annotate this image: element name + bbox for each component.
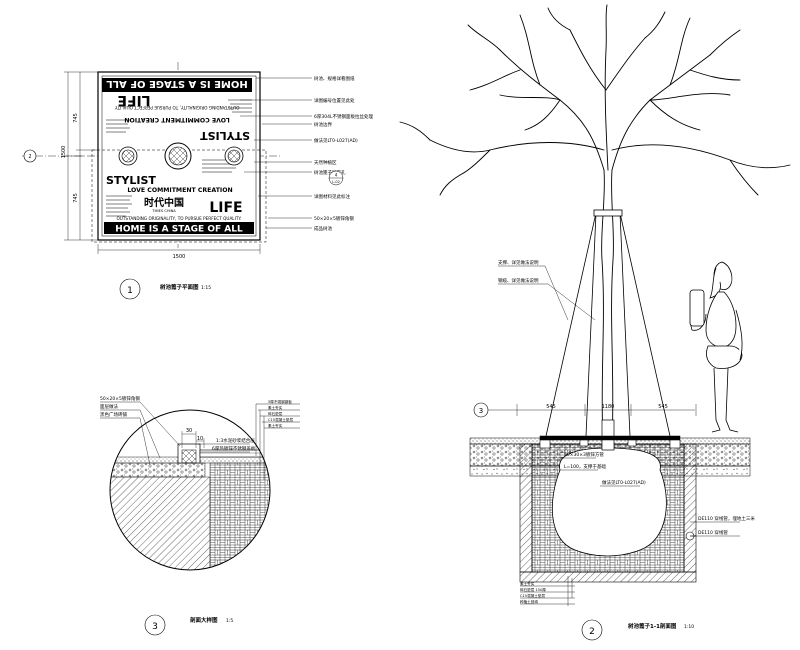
plan-caption-circle <box>119 278 141 300</box>
plan-view: 2 HOME IS A STAGE OF ALL LIFE LOVE COMMI… <box>22 62 373 300</box>
grate-text-stylist-mirrored: STYLIST <box>200 129 250 142</box>
detail-dim-2: 10 <box>197 436 203 442</box>
elev-bottom-label-2: 碎石垫层 150厚 <box>520 587 546 592</box>
elev-bottom-label-4: 种植土回填 <box>520 599 538 604</box>
detail-caption-title: 剖面大样图 <box>190 616 218 624</box>
plan-label-2: 详图编号位置见此处 <box>314 97 355 104</box>
elev-label-2: 钢缆、详见做法说明 <box>498 277 539 284</box>
plan-dimensions-left <box>64 71 98 241</box>
detail-label-far-3: 碎石垫层 <box>268 411 283 416</box>
detail-label-far-1: 5厚不锈钢钢板 <box>268 399 292 404</box>
elev-caption-number: 2 <box>589 627 595 637</box>
detail-label-right-2: 6厚热镀锌不锈钢盖板 <box>212 445 256 452</box>
elev-bottom-label-1: 素土夯实 <box>520 581 535 586</box>
detail-label-far-2: 素土夯实 <box>268 405 283 410</box>
dim-left-bottom: 745 <box>73 193 79 203</box>
plan-label-1: 树池、规格详看图纸 <box>314 75 355 82</box>
plan-label-10: 成品树池 <box>314 225 332 232</box>
detail-caption-scale: 1:5 <box>226 618 233 624</box>
elev-label-1: 支撑、详见做法说明 <box>498 259 539 266</box>
plan-label-5: 做法见LT0-L027(AD) <box>314 137 358 144</box>
elevation-view: 545 1180 545 3 <box>399 4 791 641</box>
dim-bottom: 1500 <box>173 254 186 260</box>
dim-left-top: 745 <box>73 113 79 123</box>
plan-label-8: 详图材料见此标注 <box>314 193 350 200</box>
detail-caption-circle <box>144 614 166 636</box>
grate-tagline: OUTSTANDING ORIGINALITY, TO PURSUE PERFE… <box>117 216 242 221</box>
grate-text-top: HOME IS A STAGE OF ALL <box>106 78 248 89</box>
plan-label-3: 6厚304L不锈钢面板拉丝处理 <box>314 113 373 120</box>
tree-support-stakes <box>545 209 671 437</box>
grate-text-stylist: STYLIST <box>106 174 156 187</box>
elev-caption-scale: 1:10 <box>684 624 694 630</box>
elev-callout-number: 3 <box>479 407 483 415</box>
fixing-hole-right <box>224 146 244 166</box>
detail-label-left-3: 黑色广场砖铺 <box>100 411 127 418</box>
grate-text-creation-mirrored: LOVE COMMITMENT CREATION <box>124 116 229 123</box>
fixing-hole-left <box>118 146 138 166</box>
detail-label-left-1: 50×20×5镀锌角钢 <box>100 395 140 402</box>
grate-text-life-mirrored: LIFE <box>117 92 150 108</box>
elev-label-3: 50×30×3镀锌方管 <box>564 451 604 458</box>
detail-label-far-4: C15混凝土垫层 <box>268 417 293 422</box>
tree-trunk-circle <box>164 142 192 170</box>
elev-label-4: L=100，支撑于基础 <box>564 463 606 470</box>
elev-label-5: 做法见LT0-L027(AD) <box>602 479 646 486</box>
plan-label-9: 50×20×5镀锌角钢 <box>314 215 354 222</box>
plan-label-4: 树池边界 <box>314 121 332 128</box>
section-ref-top: 4 <box>335 173 338 178</box>
plan-label-6: 天然种植区 <box>314 159 337 166</box>
elev-dim-3: 545 <box>658 404 668 410</box>
grate-plate <box>539 435 681 441</box>
human-figure <box>689 261 743 433</box>
section-ref-bottom: L-02 <box>332 180 340 184</box>
plan-label-7: 树池篦子固定孔 <box>314 169 346 176</box>
elev-bottom-label-3: C15混凝土垫层 <box>520 593 545 598</box>
elev-label-7: DE110 穿线管 <box>698 529 728 536</box>
elev-caption-circle <box>581 619 603 641</box>
grate-tagline-mirrored: OUTSTANDING ORIGINALITY, TO PURSUE PERFE… <box>115 105 240 110</box>
grate-text-creation: LOVE COMMITMENT CREATION <box>127 187 232 194</box>
elev-caption-title: 树池篦子1-1剖面图 <box>628 622 677 630</box>
elev-dim-1: 545 <box>546 404 556 410</box>
detail-label-left-2: 面层做法 <box>100 403 118 410</box>
grate-text-life: LIFE <box>209 200 242 216</box>
grate-text-bottom: HOME IS A STAGE OF ALL <box>115 225 243 235</box>
elev-label-6: DE110 穿线管，埋地土三米 <box>698 515 755 522</box>
dim-left-total: 1500 <box>61 146 67 159</box>
detail-circle-border <box>109 409 271 571</box>
plan-caption-title: 树池篦子平面图 <box>160 283 199 291</box>
detail-caption-number: 3 <box>152 622 158 632</box>
axis-ref-circle <box>23 149 37 163</box>
grate-brand: 时代中国 <box>144 196 184 209</box>
plan-leaders <box>240 77 312 229</box>
plan-caption-scale: 1:15 <box>201 285 211 291</box>
axis-ref-label: 2 <box>28 154 31 160</box>
mirrored-text-block: HOME IS A STAGE OF ALL LIFE LOVE COMMITM… <box>102 78 252 142</box>
detail-label-right-1: 1:3水泥砂浆结合层 <box>216 437 255 444</box>
elev-dim-2: 1180 <box>602 404 615 410</box>
plan-caption-number: 1 <box>127 286 133 296</box>
elev-callout-circle <box>473 402 489 418</box>
tree-illustration <box>399 4 791 441</box>
grate-brand-sub: TIMES CHINA <box>151 209 176 213</box>
detail-label-far-5: 素土夯实 <box>268 423 283 428</box>
section-detail: 30 10 50×20×5镀锌角钢 面层做法 黑色广场砖铺 1:3水泥砂浆结合层… <box>100 395 300 636</box>
detail-dim-1: 30 <box>186 428 192 434</box>
